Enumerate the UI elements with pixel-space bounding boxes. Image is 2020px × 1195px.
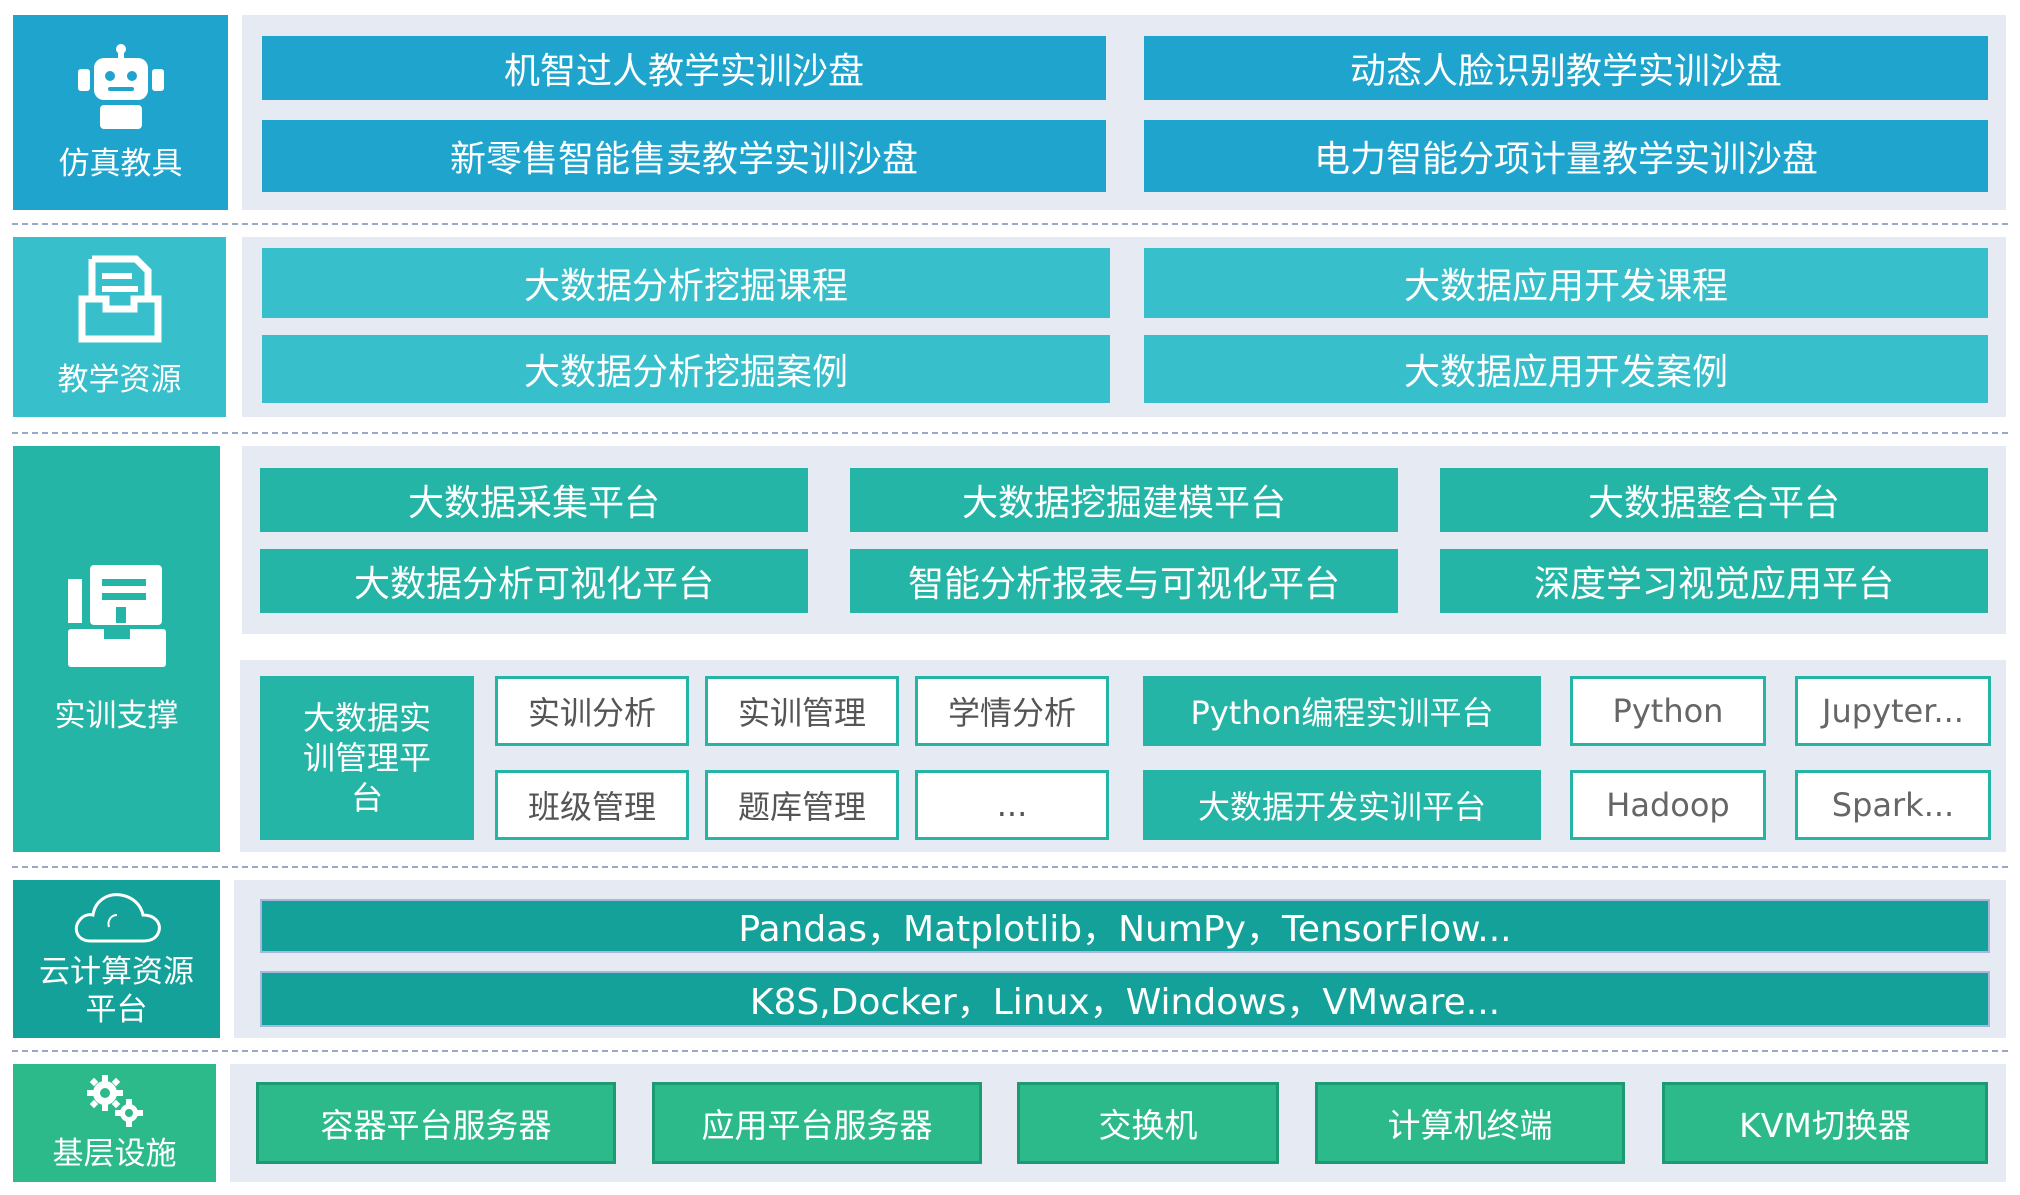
terminal-icon [64,563,170,669]
data-platform-item: 大数据整合平台 [1440,468,1988,532]
layer-title: 实训支撑 [54,698,179,734]
infra-item: 交换机 [1017,1082,1279,1164]
infra-item: KVM切换器 [1662,1082,1988,1164]
layer-divider [12,223,2008,225]
document-tray-icon [78,255,162,343]
resource-item: 大数据分析挖掘课程 [262,248,1110,318]
data-platform-item: 智能分析报表与可视化平台 [850,549,1398,613]
sim-item: 机智过人教学实训沙盘 [262,36,1106,100]
mgmt-item: 学情分析 [915,676,1109,746]
layer-cloud-resources-header: 云计算资源平台 [13,880,220,1038]
mgmt-item: ... [915,770,1109,840]
infra-item: 计算机终端 [1315,1082,1625,1164]
layer-title: 云计算资源平台 [39,954,194,1028]
layer-sim-tools-header: 仿真教具 [13,15,228,210]
resource-item: 大数据应用开发案例 [1144,335,1988,403]
mgmt-item: 班级管理 [495,770,689,840]
mgmt-item: 实训管理 [705,676,899,746]
cloud-stack-item: Pandas，Matplotlib，NumPy，TensorFlow... [260,899,1990,953]
gears-icon [83,1073,147,1129]
training-mgmt-platform: 大数据实训管理平台 [260,676,474,840]
data-platform-item: 深度学习视觉应用平台 [1440,549,1988,613]
data-platform-item: 大数据分析可视化平台 [260,549,808,613]
layer-divider [12,866,2008,868]
data-platform-item: 大数据挖掘建模平台 [850,468,1398,532]
resource-item: 大数据应用开发课程 [1144,248,1988,318]
training-mgmt-title: 大数据实训管理平台 [302,699,431,817]
layer-divider [12,1050,2008,1052]
infra-item: 容器平台服务器 [256,1082,616,1164]
resource-item: 大数据分析挖掘案例 [262,335,1110,403]
layer-divider [12,432,2008,434]
mgmt-item: 题库管理 [705,770,899,840]
cloud-stack-item: K8S,Docker，Linux，Windows，VMware... [260,971,1990,1027]
cloud-icon [71,889,163,947]
mgmt-item: 实训分析 [495,676,689,746]
tool-item: Jupyter... [1795,676,1991,746]
python-training-platform: Python编程实训平台 [1143,676,1541,746]
layer-title: 基层设施 [52,1136,177,1172]
tool-item: Spark... [1795,770,1991,840]
layer-title: 仿真教具 [58,145,183,182]
sim-item: 动态人脸识别教学实训沙盘 [1144,36,1988,100]
bigdata-dev-training-platform: 大数据开发实训平台 [1143,770,1541,840]
layer-training-support-header: 实训支撑 [13,446,220,852]
tool-item: Python [1570,676,1766,746]
layer-title: 教学资源 [57,362,182,398]
tool-item: Hadoop [1570,770,1766,840]
sim-item: 电力智能分项计量教学实训沙盘 [1144,120,1988,192]
sim-item: 新零售智能售卖教学实训沙盘 [262,120,1106,192]
robot-icon [76,43,166,131]
layer-teaching-resources-header: 教学资源 [13,237,226,417]
infra-item: 应用平台服务器 [652,1082,982,1164]
data-platform-item: 大数据采集平台 [260,468,808,532]
layer-infrastructure-header: 基层设施 [13,1064,216,1182]
